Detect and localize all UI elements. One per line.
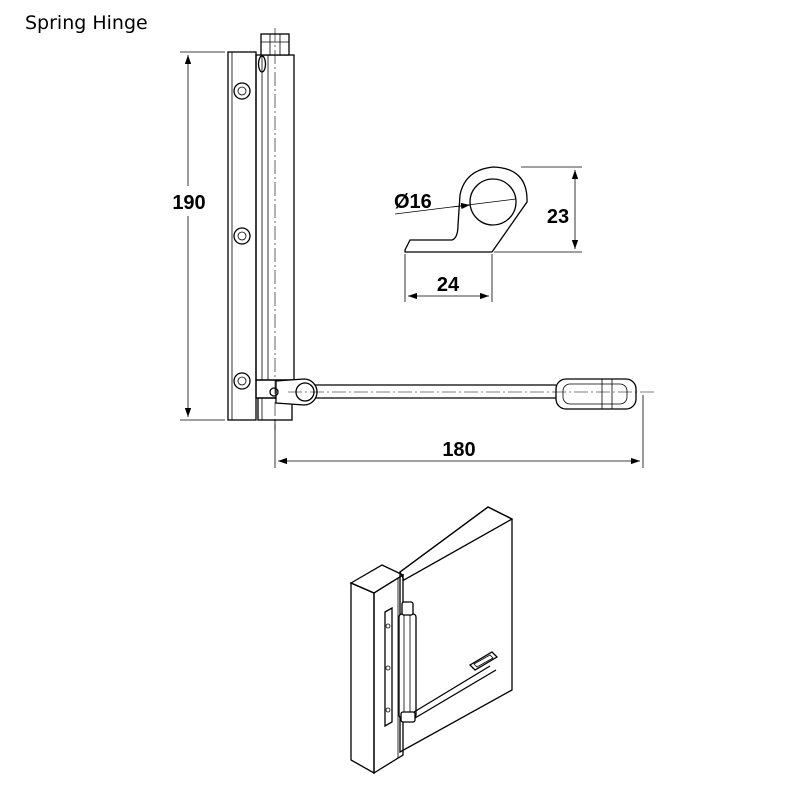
door-panel bbox=[399, 506, 514, 754]
hinge-plate-iso bbox=[384, 606, 393, 728]
eye-width-label: 24 bbox=[437, 274, 460, 296]
arm-length-dimension: 180 bbox=[274, 395, 644, 468]
eye-detail: Ø16 23 24 bbox=[394, 166, 582, 302]
eye-height-label: 23 bbox=[547, 206, 569, 228]
height-dimension: 190 bbox=[164, 51, 225, 421]
arm-rod bbox=[314, 384, 556, 399]
diagram-title: Spring Hinge bbox=[25, 12, 148, 34]
roller-guide bbox=[555, 378, 637, 410]
screw-hole-middle bbox=[233, 227, 251, 245]
spring-cylinder-iso bbox=[398, 601, 417, 723]
arm-length-label: 180 bbox=[442, 439, 475, 461]
arm-iso bbox=[413, 651, 499, 719]
height-dimension-label: 190 bbox=[172, 192, 205, 214]
screw-hole-bottom bbox=[233, 372, 251, 390]
installation-view bbox=[349, 506, 514, 775]
door-frame bbox=[349, 564, 405, 775]
eye-diameter-label: Ø16 bbox=[394, 191, 432, 213]
eye-hole bbox=[469, 178, 517, 226]
screw-hole-top bbox=[233, 82, 251, 100]
hinge-front-view bbox=[227, 28, 654, 430]
